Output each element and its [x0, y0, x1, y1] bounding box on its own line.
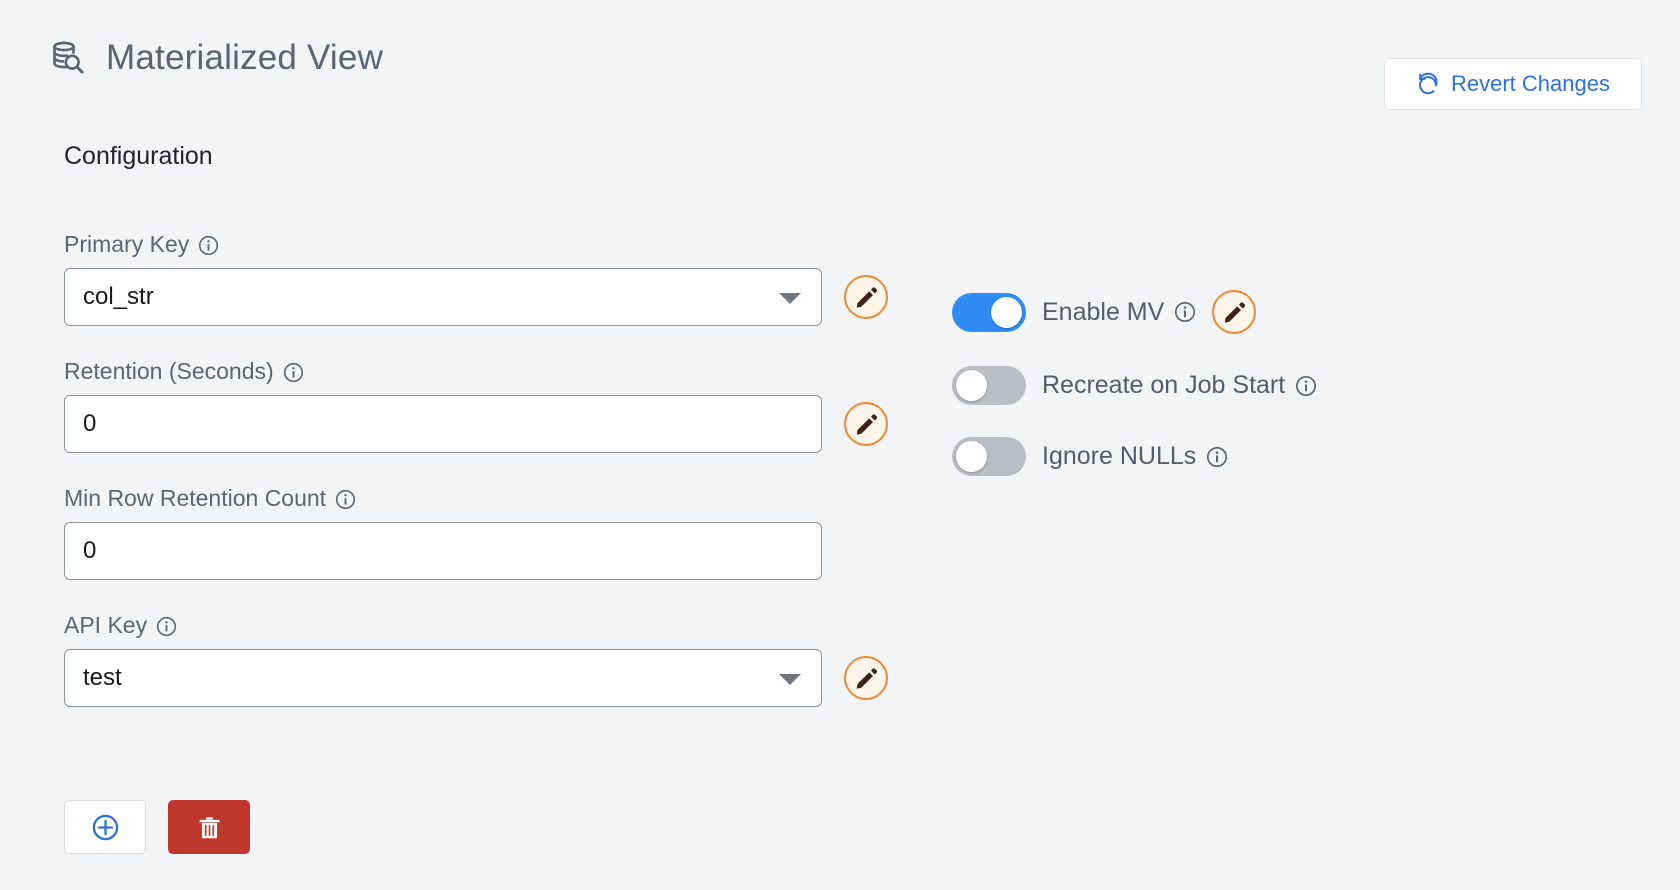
pencil-icon — [856, 667, 877, 689]
field-row-api-key: test — [64, 649, 964, 707]
api-key-select[interactable]: test — [64, 649, 822, 707]
undo-arrow-icon — [1416, 72, 1440, 96]
api-key-value: test — [83, 664, 122, 691]
section-title: Configuration — [64, 142, 213, 170]
edit-api-key-button[interactable] — [844, 656, 888, 700]
configuration-fields: Primary Key col_str — [64, 230, 964, 738]
toggle-label-ignore-nulls: Ignore NULLs — [1042, 442, 1228, 471]
retention-seconds-value: 0 — [83, 410, 97, 437]
toggle-row-recreate-on-job-start: Recreate on Job Start — [952, 366, 1317, 405]
toggle-ignore-nulls[interactable] — [952, 437, 1026, 476]
chevron-down-icon — [779, 674, 801, 685]
revert-changes-label: Revert Changes — [1451, 71, 1610, 96]
field-label-primary-key: Primary Key — [64, 230, 964, 258]
pencil-icon — [856, 413, 877, 435]
edit-retention-seconds-button[interactable] — [844, 402, 888, 446]
retention-seconds-input[interactable]: 0 — [64, 395, 822, 453]
page-header: Materialized View Revert Changes — [0, 0, 1680, 118]
revert-changes-button[interactable]: Revert Changes — [1384, 58, 1642, 110]
info-icon[interactable] — [283, 361, 304, 382]
info-icon[interactable] — [1295, 375, 1317, 397]
page-title: Materialized View — [106, 38, 384, 77]
toggle-knob — [956, 441, 987, 472]
toggle-knob — [991, 296, 1022, 328]
min-row-retention-count-value: 0 — [83, 537, 97, 564]
field-row-primary-key: col_str — [64, 268, 964, 326]
field-label-api-key: API Key — [64, 611, 964, 639]
edit-primary-key-button[interactable] — [844, 275, 888, 319]
toggle-label-enable-mv: Enable MV — [1042, 298, 1196, 327]
toggle-row-enable-mv: Enable MV — [952, 290, 1317, 334]
database-search-icon — [48, 38, 88, 78]
field-row-retention-seconds: 0 — [64, 395, 964, 453]
field-label-min-row-retention-count: Min Row Retention Count — [64, 484, 964, 512]
field-label-text: Min Row Retention Count — [64, 485, 327, 511]
title-wrap: Materialized View — [48, 38, 383, 78]
field-primary-key: Primary Key col_str — [64, 230, 964, 326]
min-row-retention-count-input[interactable]: 0 — [64, 522, 822, 580]
toggle-label-recreate-on-job-start: Recreate on Job Start — [1042, 371, 1317, 400]
info-icon[interactable] — [335, 488, 356, 509]
field-row-min-row-retention-count: 0 — [64, 522, 964, 580]
field-label-text: API Key — [64, 612, 148, 638]
pencil-icon — [1224, 301, 1245, 323]
info-icon[interactable] — [1174, 301, 1196, 323]
field-label-text: Retention (Seconds) — [64, 358, 274, 384]
plus-circle-icon — [92, 814, 118, 840]
configuration-toggles: Enable MV R — [952, 290, 1317, 508]
info-icon[interactable] — [1206, 446, 1228, 468]
toggle-knob — [956, 370, 987, 401]
pencil-icon — [856, 286, 877, 308]
info-icon[interactable] — [156, 615, 177, 636]
field-retention-seconds: Retention (Seconds) 0 — [64, 357, 964, 453]
field-label-text: Primary Key — [64, 231, 190, 257]
trash-icon — [199, 816, 219, 838]
toggle-label-text: Ignore NULLs — [1042, 442, 1197, 470]
info-icon[interactable] — [198, 234, 219, 255]
field-api-key: API Key test — [64, 611, 964, 707]
primary-key-select[interactable]: col_str — [64, 268, 822, 326]
toggle-recreate-on-job-start[interactable] — [952, 366, 1026, 405]
toggle-label-text: Enable MV — [1042, 297, 1165, 326]
field-min-row-retention-count: Min Row Retention Count 0 — [64, 484, 964, 580]
toggle-enable-mv[interactable] — [952, 292, 1026, 332]
field-label-retention-seconds: Retention (Seconds) — [64, 357, 964, 385]
delete-row-button[interactable] — [168, 800, 250, 854]
chevron-down-icon — [779, 293, 801, 304]
edit-enable-mv-button[interactable] — [1212, 290, 1257, 334]
toggle-row-ignore-nulls: Ignore NULLs — [952, 437, 1317, 476]
add-row-button[interactable] — [64, 800, 146, 854]
row-actions — [64, 800, 250, 854]
primary-key-value: col_str — [83, 283, 154, 310]
toggle-label-text: Recreate on Job Start — [1042, 371, 1286, 399]
